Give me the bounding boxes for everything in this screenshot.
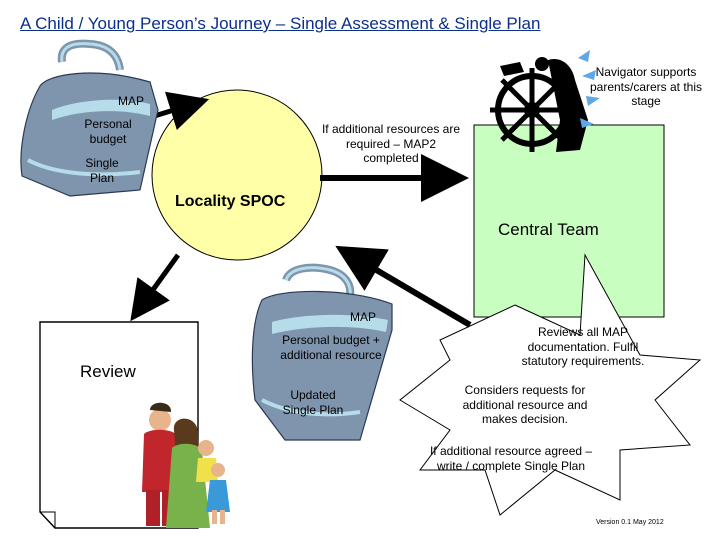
callout-reviews-text: Reviews all MAP documentation. Fulfil st… — [521, 325, 645, 369]
bag-top-single-plan-label: Single Plan — [85, 156, 119, 185]
ships-wheel-icon — [490, 50, 600, 152]
locality-spoc-circle — [151, 89, 323, 261]
locality-spoc-label: Locality SPOC — [175, 193, 286, 210]
page-title: A Child / Young Person’s Journey – Singl… — [20, 14, 541, 33]
central-team-box — [473, 124, 665, 318]
navigator-note: Navigator supports parents/carers at thi… — [589, 65, 703, 109]
arrow-central-to-locality — [335, 245, 472, 328]
callout-starburst — [399, 253, 702, 516]
bag-top-personal-budget-label: Personal budget — [84, 117, 132, 146]
bag-bottom-personal-budget-label: Personal budget + additional resource — [280, 333, 382, 362]
callout-considers-text: Considers requests for additional resour… — [462, 383, 588, 427]
bag-bottom-icon — [251, 263, 393, 441]
additional-resources-note: If additional resources are required – M… — [321, 122, 461, 166]
arrow-locality-to-review — [130, 253, 181, 322]
bag-bottom-map-label: MAP — [350, 310, 377, 324]
bag-top-map-label: MAP — [118, 94, 145, 108]
bag-top-icon — [20, 39, 159, 197]
version-label: Version 0.1 May 2012 — [596, 519, 664, 526]
callout-if-additional-text: If additional resource agreed – write / … — [429, 444, 593, 473]
bag-bottom-updated-plan-label: Updated Single Plan — [282, 388, 344, 417]
central-team-label: Central Team — [498, 220, 599, 239]
review-label: Review — [80, 362, 136, 381]
family-illustration — [142, 402, 230, 528]
